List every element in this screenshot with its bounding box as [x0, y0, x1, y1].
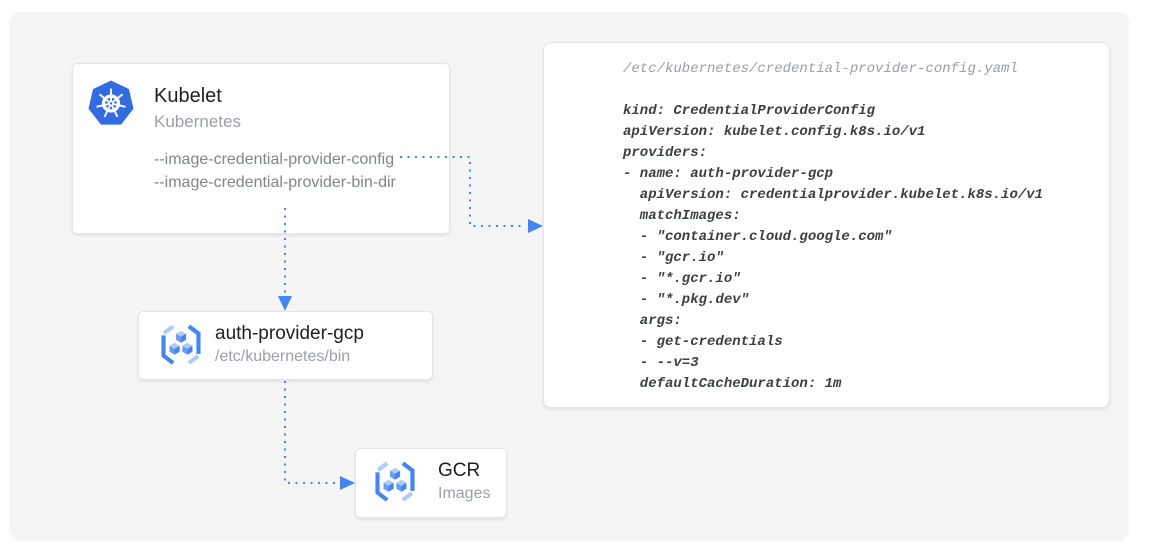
- auth-provider-path: /etc/kubernetes/bin: [215, 348, 351, 365]
- kubelet-subtitle: Kubernetes: [154, 112, 241, 131]
- gcr-card: GCR Images: [355, 448, 507, 518]
- gcr-title: GCR: [438, 460, 481, 481]
- gcr-registry-icon: [372, 460, 418, 511]
- auth-provider-card: auth-provider-gcp /etc/kubernetes/bin: [138, 311, 433, 380]
- kubelet-flags: --image-credential-provider-config --ima…: [154, 148, 396, 194]
- diagram-canvas: Kubelet Kubernetes --image-credential-pr…: [10, 12, 1129, 541]
- auth-provider-title: auth-provider-gcp: [215, 323, 364, 344]
- gcr-registry-icon: [158, 323, 204, 374]
- code-block: kind: CredentialProviderConfig apiVersio…: [623, 103, 1044, 392]
- flag-image-credential-provider-bin-dir: --image-credential-provider-bin-dir: [154, 174, 396, 191]
- code-filename: /etc/kubernetes/credential-provider-conf…: [623, 61, 1018, 77]
- kubernetes-icon: [87, 79, 135, 132]
- gcr-subtitle: Images: [438, 485, 491, 502]
- kubelet-title: Kubelet: [154, 85, 222, 107]
- flag-image-credential-provider-config: --image-credential-provider-config: [154, 151, 395, 168]
- code-panel: /etc/kubernetes/credential-provider-conf…: [543, 42, 1110, 408]
- kubelet-card: Kubelet Kubernetes --image-credential-pr…: [72, 63, 450, 234]
